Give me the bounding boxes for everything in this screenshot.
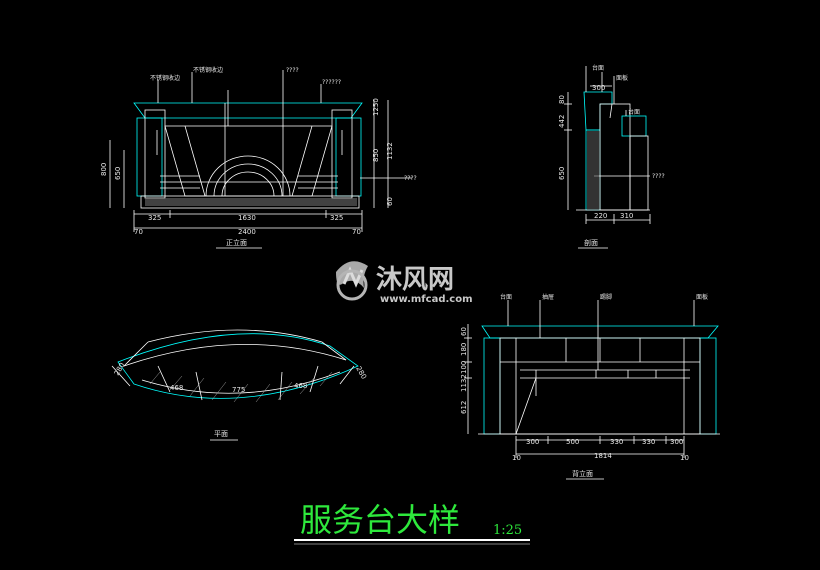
rear-elevation (464, 300, 720, 458)
rear-dim-1814: 1814 (594, 452, 612, 460)
rear-dim-330-a: 330 (610, 438, 623, 446)
front-dim-1250: 1250 (372, 98, 380, 116)
front-dim-edge-right: 70 (352, 228, 361, 236)
watermark: 沐风网 www.mfcad.com (336, 261, 473, 305)
front-dim-850: 850 (372, 149, 380, 162)
plan-dim-468-left: 468 (170, 384, 183, 392)
front-elevation-hatch (145, 198, 357, 206)
side-dim-310: 310 (620, 212, 633, 220)
front-elevation-caption: 正立面 (226, 238, 247, 247)
front-dim-edge-left: 70 (134, 228, 143, 236)
drawing-scale: 1:25 (493, 523, 522, 538)
drawing-title: 服务台大样 (300, 501, 460, 539)
rear-elevation-text: 台面 抽屉 踢脚 面板 1132 60 180 100 612 300 500 … (460, 293, 708, 480)
side-section-hatch (587, 131, 599, 209)
front-callout-5: ???? (404, 175, 417, 182)
front-dim-650: 650 (114, 167, 122, 180)
front-dim-800: 800 (100, 163, 108, 176)
side-section-text: 台面 面板 台面 ???? 300 80 442 650 220 310 剖面 (558, 64, 665, 249)
rear-callout-3: 踢脚 (600, 293, 612, 301)
front-callout-1: 不锈钢收边 (150, 74, 180, 82)
rear-dim-180: 180 (460, 343, 468, 356)
side-dim-80: 80 (558, 95, 566, 104)
rear-dim-330-b: 330 (642, 438, 655, 446)
side-callout-2: 面板 (616, 74, 628, 82)
front-dim-325-right: 325 (330, 214, 343, 222)
plan-dim-775: 775 (232, 386, 245, 394)
side-dim-442: 442 (558, 115, 566, 128)
side-section (564, 66, 651, 224)
front-callout-2: 不锈钢收边 (193, 66, 223, 74)
rear-dim-300-b: 300 (670, 438, 683, 446)
front-elevation (109, 70, 412, 232)
rear-dim-300-a: 300 (526, 438, 539, 446)
front-dim-325-left: 325 (148, 214, 161, 222)
rear-dim-edge-left: 10 (512, 454, 521, 462)
rear-dim-edge-right: 10 (680, 454, 689, 462)
rear-callout-2: 抽屉 (542, 293, 554, 301)
rear-callout-4: 面板 (696, 293, 708, 301)
front-dim-60: 60 (386, 197, 394, 206)
plan-caption: 平面 (214, 430, 228, 438)
rear-dim-60: 60 (460, 327, 468, 336)
plan-view (111, 329, 359, 401)
side-section-caption: 剖面 (584, 238, 598, 247)
side-callout-3: 台面 (628, 108, 640, 116)
plan-dim-280-right: 280 (354, 365, 368, 381)
plan-dim-280-left: 280 (113, 361, 127, 377)
rear-elevation-caption: 背立面 (572, 469, 593, 478)
front-dim-2400: 2400 (238, 228, 256, 236)
side-dim-300: 300 (592, 84, 605, 92)
title-block: 服务台大样 1:25 (294, 501, 530, 545)
watermark-url: www.mfcad.com (380, 294, 473, 305)
plan-dim-468-right: 468 (294, 382, 307, 390)
front-dim-1132: 1132 (386, 142, 394, 160)
side-callout-4: ???? (652, 173, 665, 180)
rear-dim-100: 100 (460, 361, 468, 374)
front-dim-1630: 1630 (238, 214, 256, 222)
front-callout-4: ?????? (322, 79, 341, 86)
side-dim-220: 220 (594, 212, 607, 220)
side-callout-1: 台面 (592, 64, 604, 72)
rear-dim-612: 612 (460, 401, 468, 414)
plan-hatch (149, 371, 333, 403)
side-dim-650: 650 (558, 167, 566, 180)
front-callout-3: ???? (286, 67, 299, 74)
rear-callout-1: 台面 (500, 293, 512, 301)
rear-dim-1132: 1132 (460, 374, 468, 392)
rear-dim-500: 500 (566, 438, 579, 446)
plan-text: 280 468 775 468 280 平面 (113, 361, 368, 441)
watermark-brand: 沐风网 (376, 265, 454, 295)
front-elevation-text: 不锈钢收边 不锈钢收边 ???? ?????? ???? 325 1630 32… (100, 66, 417, 249)
mf-logo-icon (336, 261, 368, 301)
